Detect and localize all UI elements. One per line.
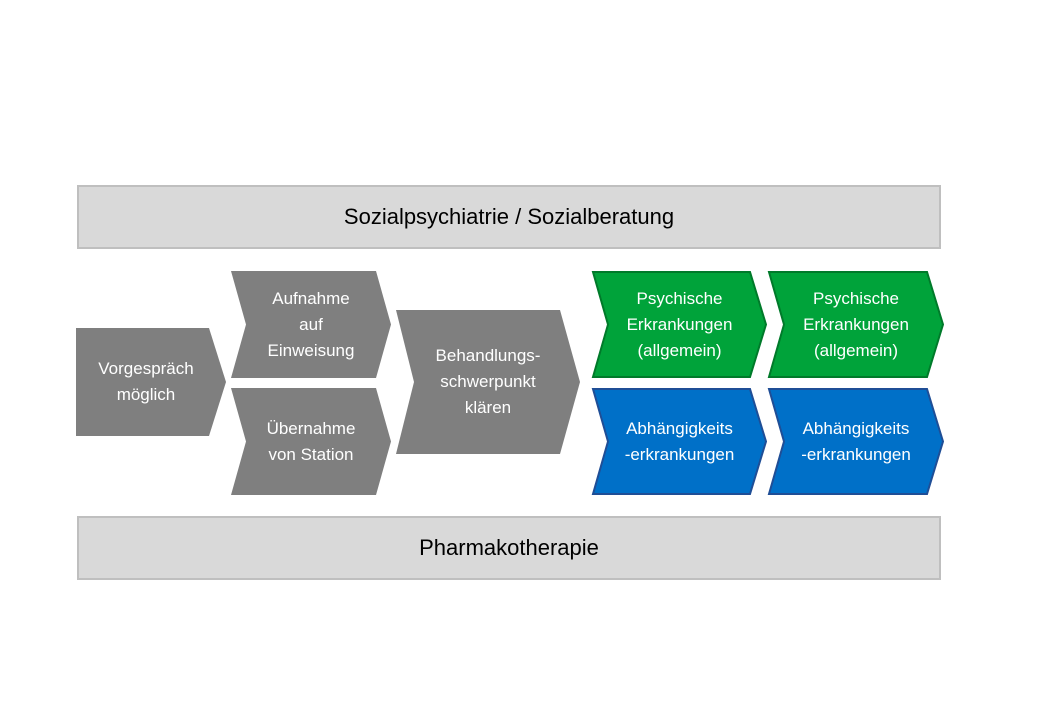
- psychische-erkrankungen-label-1: Psychische Erkrankungen (allgemein): [626, 288, 733, 360]
- pharmakotherapie-band: Pharmakotherapie: [77, 516, 941, 580]
- psychische-erkrankungen-step-1: Psychische Erkrankungen (allgemein): [591, 271, 768, 378]
- uebernahme-label: Übernahme von Station: [266, 418, 356, 464]
- aufnahme-label: Aufnahme auf Einweisung: [267, 288, 355, 360]
- behandlung-label: Behandlungs- schwerpunkt klären: [435, 346, 541, 417]
- vorgespraech-label: Vorgespräch möglich: [98, 359, 194, 404]
- sozialpsychiatrie-band: Sozialpsychiatrie / Sozialberatung: [77, 185, 941, 249]
- abhaengigkeitserkrankungen-label-2: Abhängigkeits -erkrankungen: [801, 418, 911, 464]
- uebernahme-step: Übernahme von Station: [231, 388, 391, 495]
- psychische-erkrankungen-step-2: Psychische Erkrankungen (allgemein): [767, 271, 945, 378]
- aufnahme-step: Aufnahme auf Einweisung: [231, 271, 391, 378]
- abhaengigkeitserkrankungen-label-1: Abhängigkeits -erkrankungen: [624, 418, 735, 464]
- pharmakotherapie-label: Pharmakotherapie: [419, 535, 599, 560]
- abhaengigkeitserkrankungen-step-2: Abhängigkeits -erkrankungen: [767, 388, 945, 495]
- behandlung-step: Behandlungs- schwerpunkt klären: [396, 310, 580, 454]
- psychische-erkrankungen-label-2: Psychische Erkrankungen (allgemein): [803, 288, 909, 360]
- sozialpsychiatrie-label: Sozialpsychiatrie / Sozialberatung: [343, 204, 675, 229]
- abhaengigkeitserkrankungen-step-1: Abhängigkeits -erkrankungen: [591, 388, 768, 495]
- vorgespraech-step: Vorgespräch möglich: [76, 328, 226, 436]
